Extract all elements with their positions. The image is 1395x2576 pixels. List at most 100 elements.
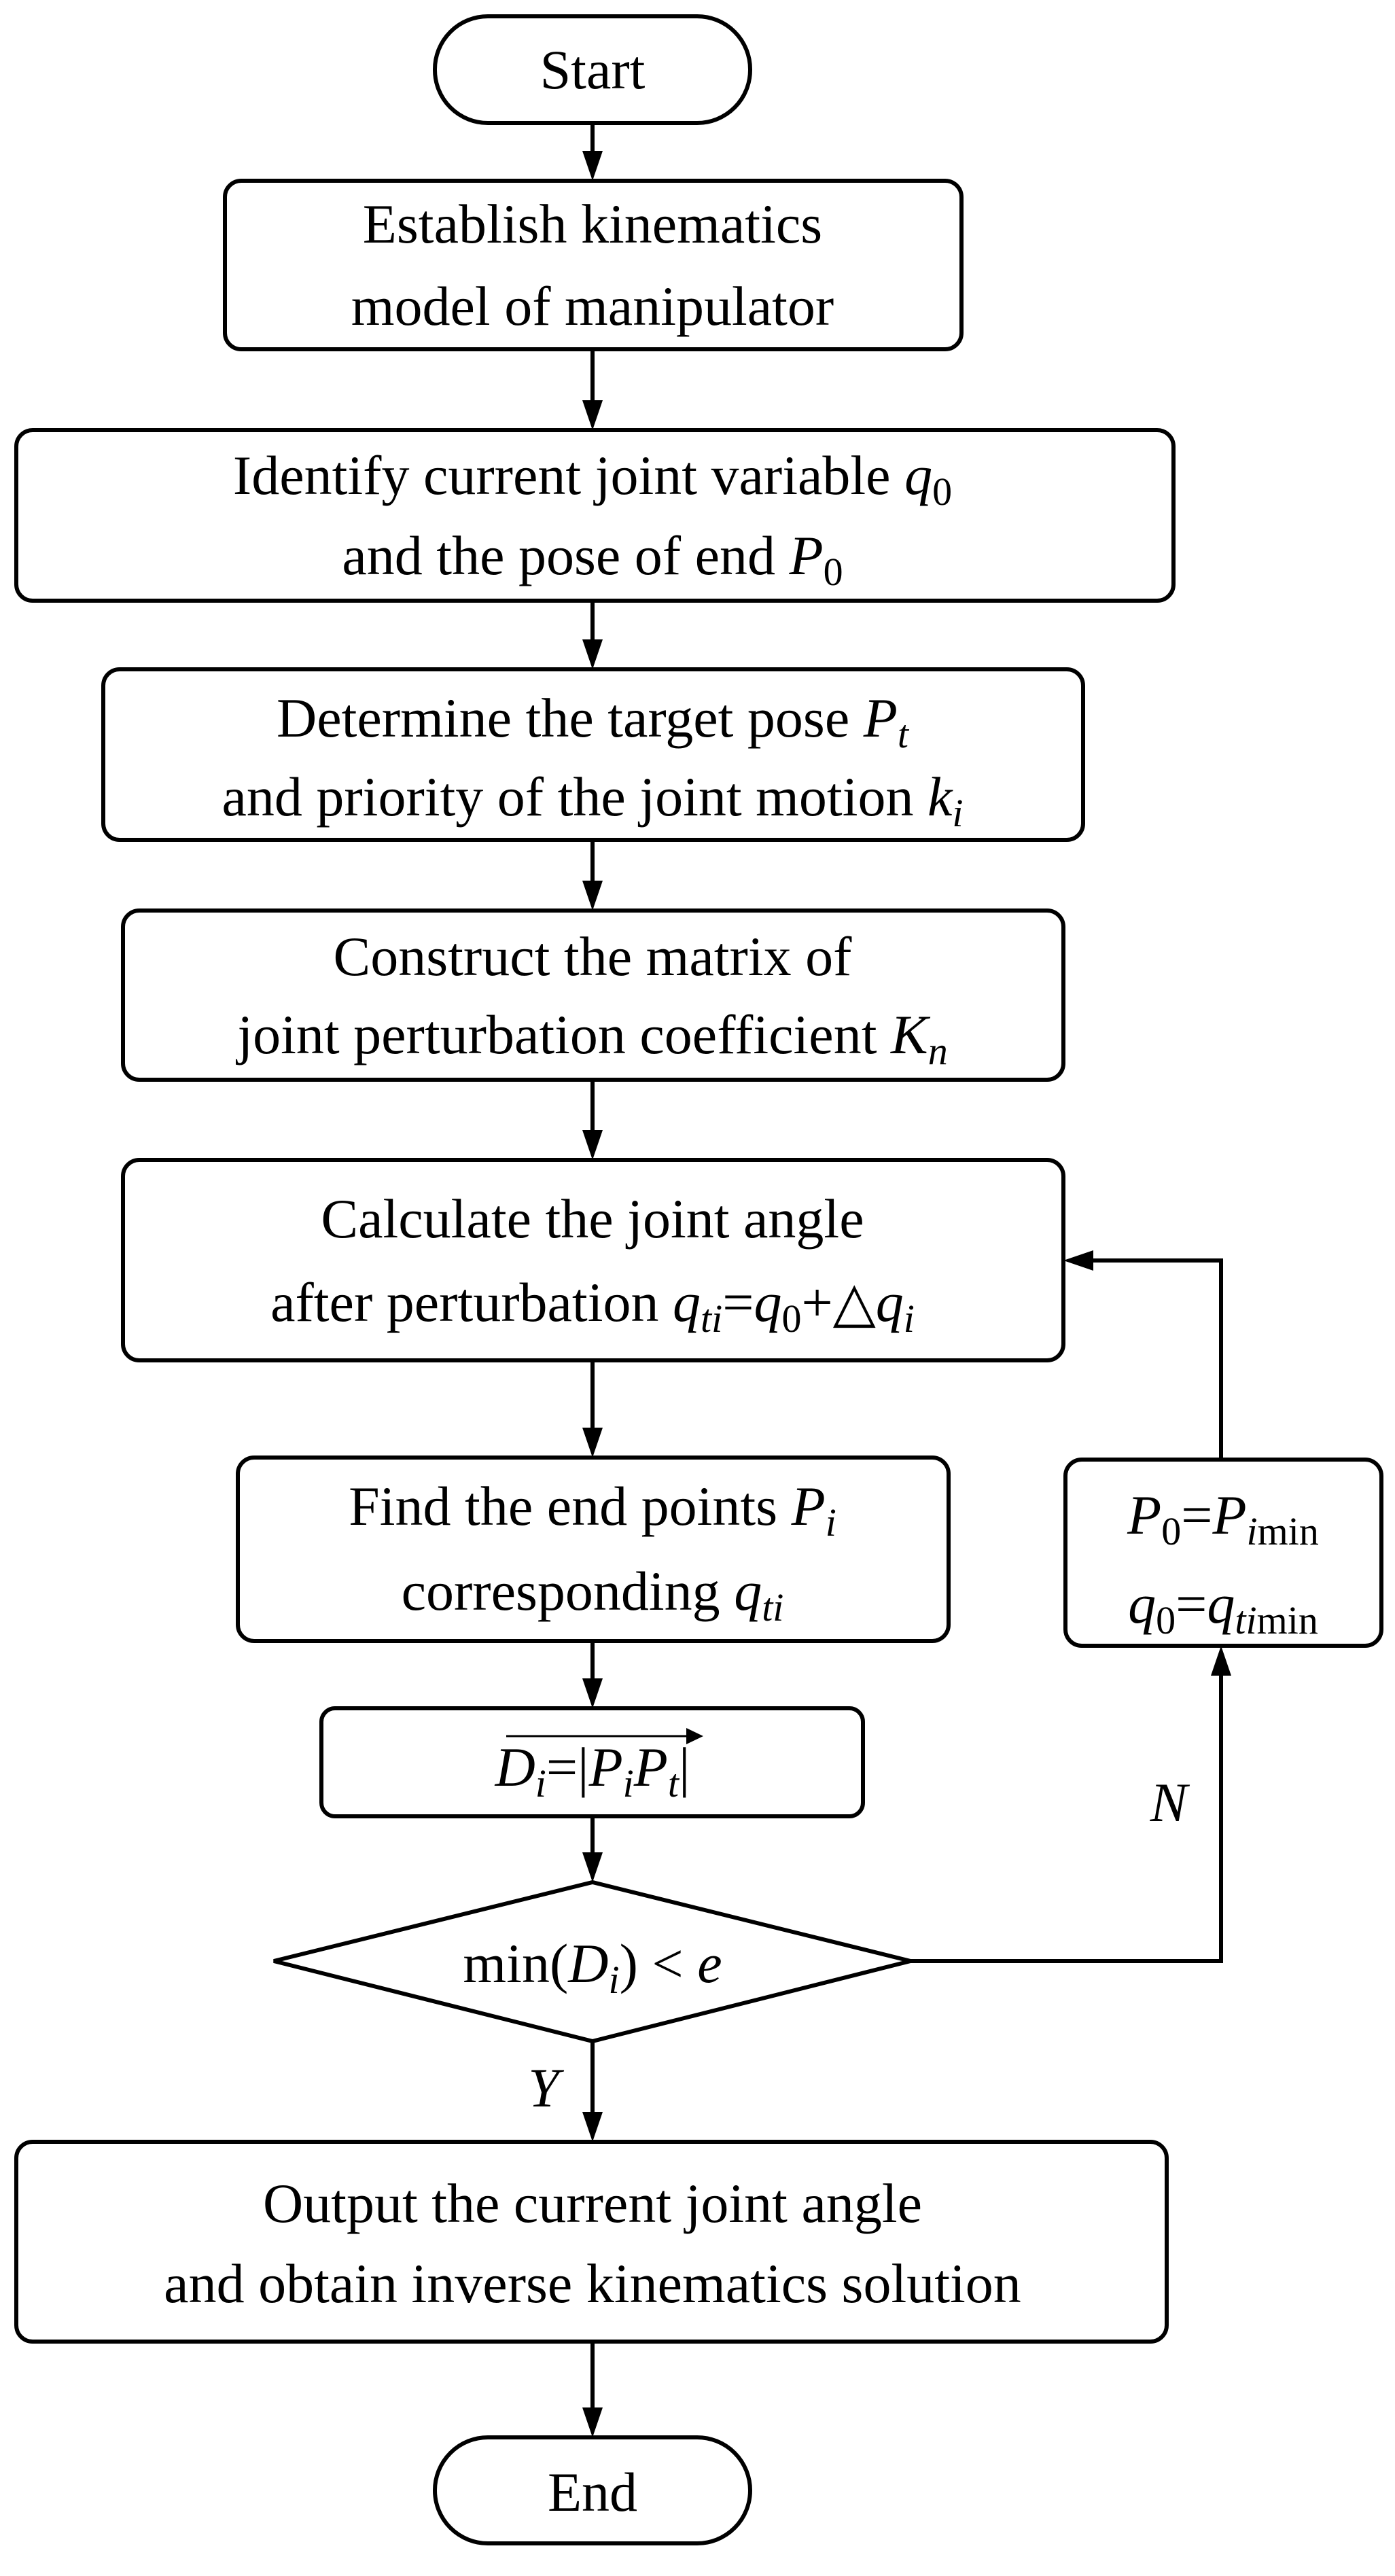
text-segment: t	[668, 1761, 680, 1805]
output-text-line: Output the current joint angle	[263, 2172, 922, 2234]
start-text-line: Start	[540, 39, 646, 101]
text-segment: i	[535, 1761, 546, 1805]
process-calculate-angle	[121, 1158, 1065, 1362]
text-segment: Calculate the joint angle	[321, 1188, 864, 1250]
text-segment: q	[734, 1560, 762, 1622]
text-segment: 0	[781, 1296, 801, 1341]
text-segment: n	[928, 1029, 948, 1073]
text-segment: P	[1212, 1484, 1246, 1546]
end-text-line: End	[548, 2461, 637, 2523]
text-segment: q	[1128, 1573, 1156, 1635]
text-segment: P	[633, 1736, 668, 1798]
text-segment: after perturbation	[270, 1271, 673, 1333]
update-text-line: P0=Pimin	[1127, 1484, 1319, 1553]
text-segment: q	[904, 444, 932, 506]
text-segment: joint perturbation coefficient	[235, 1004, 891, 1065]
text-segment: min(	[463, 1933, 568, 1994]
text-segment: i	[826, 1500, 836, 1545]
process-construct-matrix	[121, 908, 1065, 1082]
text-segment: e	[697, 1933, 722, 1994]
text-segment: =|	[546, 1736, 589, 1798]
text-segment: corresponding	[402, 1560, 735, 1622]
text-segment: D	[495, 1736, 535, 1798]
text-segment: model of manipulator	[351, 275, 834, 337]
establish-model-text-line: model of manipulator	[351, 275, 834, 337]
decision-text-line: min(Di) < e	[463, 1933, 722, 2002]
determine-target-text-line: Determine the target pose Pt	[277, 687, 910, 756]
text-segment: i	[609, 1958, 620, 2002]
label-no: N	[1150, 1771, 1190, 1833]
text-segment: =	[722, 1271, 754, 1333]
identify-joint-text-line: Identify current joint variable q0	[233, 444, 952, 514]
distance-text-line: Di=|PiPt|	[495, 1736, 690, 1805]
text-segment: q	[1207, 1573, 1235, 1635]
text-segment: i	[952, 791, 963, 835]
text-segment: ti	[762, 1585, 783, 1629]
calculate-angle-text-line: Calculate the joint angle	[321, 1188, 864, 1250]
text-segment: |	[679, 1736, 690, 1798]
process-output	[14, 2140, 1169, 2344]
text-segment: End	[548, 2461, 637, 2523]
text-segment: Start	[540, 39, 646, 101]
calculate-angle-text-line: after perturbation qti=q0+△qi	[270, 1271, 915, 1341]
text-segment: P	[863, 687, 898, 749]
text-segment: q	[673, 1271, 701, 1333]
text-segment: =	[1181, 1484, 1212, 1546]
process-update	[1063, 1458, 1383, 1648]
text-segment: t	[898, 712, 910, 756]
text-segment: 0	[1156, 1598, 1176, 1642]
process-find-end-points	[236, 1455, 951, 1643]
construct-matrix-text-line: Construct the matrix of	[334, 925, 853, 987]
construct-matrix-text-line: joint perturbation coefficient Kn	[235, 1004, 947, 1073]
vector-arrow-icon	[506, 1728, 703, 1744]
text-segment: Determine the target pose	[277, 687, 864, 749]
text-segment: ti	[701, 1296, 722, 1341]
text-segment: Output the current joint angle	[263, 2172, 922, 2234]
text-segment: 0	[932, 470, 952, 514]
determine-target-text-line: and priority of the joint motion ki	[222, 766, 963, 835]
text-segment: Construct the matrix of	[334, 925, 853, 987]
text-segment: i	[904, 1296, 915, 1341]
text-segment: D	[567, 1933, 608, 1994]
text-segment: i	[623, 1761, 634, 1805]
start-terminal	[433, 14, 752, 125]
text-segment: and the pose of end	[342, 525, 789, 586]
find-end-points-text-line: corresponding qti	[402, 1560, 784, 1629]
text-segment: Find the end points	[349, 1475, 791, 1537]
text-segment: and priority of the joint motion	[222, 766, 928, 828]
text-segment: K	[890, 1004, 931, 1065]
text-segment: P	[1127, 1484, 1161, 1546]
text-segment: min	[1258, 1509, 1319, 1553]
identify-joint-text-line: and the pose of end P0	[342, 525, 843, 594]
text-segment: q	[876, 1271, 904, 1333]
text-segment: i	[1247, 1509, 1258, 1553]
text-segment: 0	[824, 550, 843, 594]
text-segment: min	[1257, 1598, 1318, 1642]
text-segment: q	[754, 1271, 781, 1333]
end-terminal	[433, 2435, 752, 2545]
process-identify-joint	[14, 428, 1176, 603]
process-distance	[319, 1706, 865, 1818]
text-segment: ) <	[620, 1933, 698, 1994]
text-segment: Establish kinematics	[363, 193, 822, 255]
text-segment: and obtain inverse kinematics solution	[164, 2253, 1021, 2314]
text-segment: =	[1176, 1573, 1207, 1635]
connectors	[582, 123, 1231, 2437]
find-end-points-text-line: Find the end points Pi	[349, 1475, 836, 1545]
decision-diamond	[273, 1880, 911, 2044]
text-segment: ti	[1235, 1598, 1256, 1642]
text-segment: 0	[1161, 1509, 1181, 1553]
establish-model-text-line: Establish kinematics	[363, 193, 822, 255]
text-segment: Identify current joint variable	[233, 444, 904, 506]
label-yes: Y	[528, 2057, 564, 2119]
text-segment: +△	[801, 1271, 875, 1333]
process-establish-model	[223, 179, 964, 351]
text-segment: P	[791, 1475, 826, 1537]
output-text-line: and obtain inverse kinematics solution	[164, 2253, 1021, 2314]
text-segment: k	[928, 766, 953, 828]
process-determine-target	[101, 667, 1085, 842]
text-segment: P	[588, 1736, 623, 1798]
text-segment: P	[789, 525, 824, 586]
